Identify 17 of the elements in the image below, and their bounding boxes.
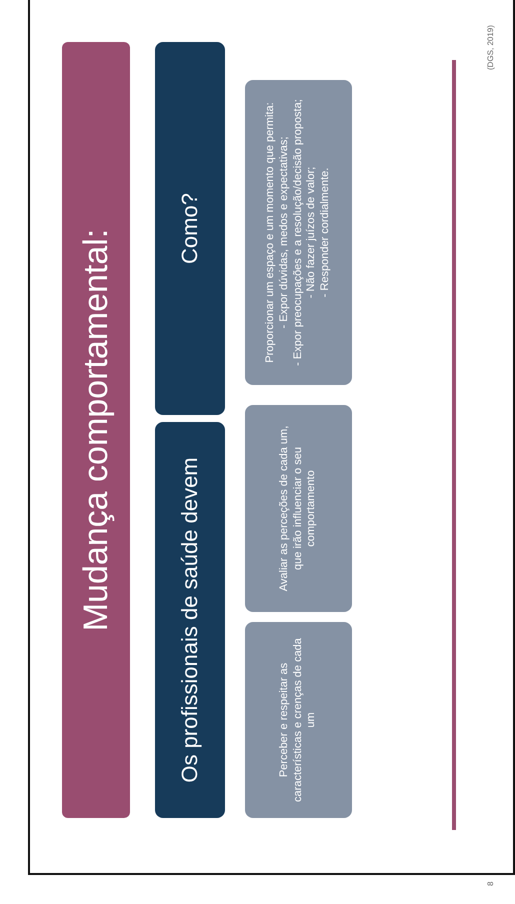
content-box [245, 80, 352, 385]
box-text: Como? [176, 193, 204, 264]
page-number: 8 [486, 882, 495, 886]
box-text: - Expor dúvidas, medos e expectativas; [278, 136, 291, 328]
heading-box [155, 422, 225, 818]
content-box [245, 405, 352, 612]
box-text: Perceber e respeitar as características e crenças de cada um [278, 637, 318, 804]
box-text: - Não fazer juízos de valor; [305, 166, 318, 298]
box-text: Proporcionar um espaço e um momento que permita: [264, 102, 278, 363]
box-text: - Responder cordialmente. [319, 168, 332, 298]
box-text: - Expor preocupações e a resolução/decisão proposta; [292, 99, 305, 366]
content-box [245, 622, 352, 818]
box-text: Os profissionais de saúde devem [176, 457, 204, 783]
title-banner: Mudança comportamental: [62, 42, 130, 818]
heading-box [155, 42, 225, 415]
box-text: Avaliar as perceções de cada um, que irão influenciar o seu comportamento [278, 424, 318, 594]
source-note: (DGS, 2019) [486, 25, 495, 70]
